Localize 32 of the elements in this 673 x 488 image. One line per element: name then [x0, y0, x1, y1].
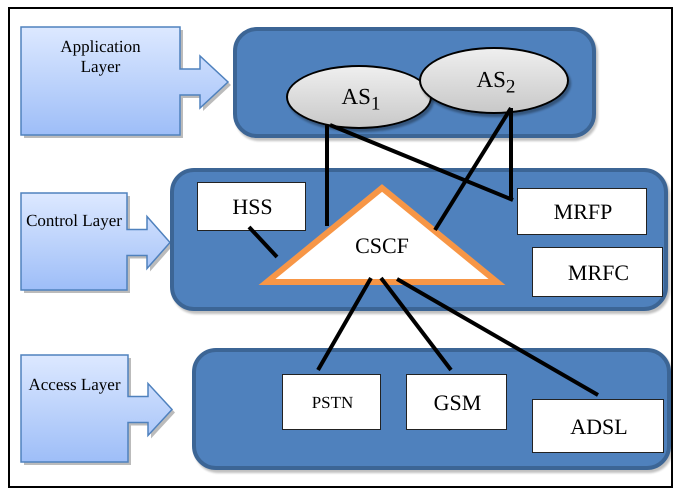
node-label: PSTN [312, 392, 354, 414]
layer-panel [233, 27, 596, 138]
function-box [532, 399, 664, 453]
layer-label: Application Layer [59, 37, 142, 78]
node-label: MRFC [568, 260, 630, 286]
layer-label: Access Layer [28, 374, 121, 396]
connector-line [316, 277, 373, 371]
connector-line [248, 226, 278, 258]
function-box [197, 182, 306, 231]
connector-line [325, 125, 329, 226]
connector-line [396, 277, 599, 397]
connector-line [433, 106, 513, 232]
node-label: CSCF [355, 232, 409, 259]
connector-line [509, 108, 513, 200]
connector-line [329, 123, 514, 202]
node-label: AS$_{1}$ [342, 82, 380, 116]
node-label: MRFP [554, 199, 612, 226]
node-label: GSM [434, 390, 482, 416]
function-box [517, 188, 647, 235]
function-box [406, 374, 507, 430]
layer-callout-arrow [21, 27, 229, 137]
node-label: AS$_{2}$ [476, 66, 516, 99]
layer-callout-arrow [21, 355, 173, 464]
layer-callout-arrow [21, 193, 171, 292]
layer-panel [192, 348, 671, 470]
connector-line [379, 276, 453, 372]
layer-label: Control Layer [26, 210, 122, 231]
function-box [532, 247, 663, 297]
node-label: HSS [232, 194, 273, 221]
function-box [282, 374, 381, 430]
layer-panel [170, 168, 668, 311]
node-label: ADSL [570, 414, 628, 440]
